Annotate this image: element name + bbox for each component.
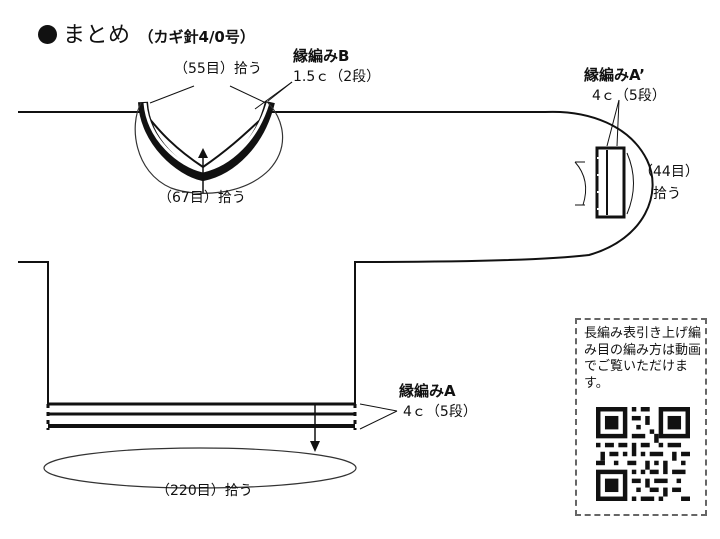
page-title: まとめ (63, 23, 131, 48)
hem-border-leader-top (359, 403, 398, 412)
neck-bottom-label: （67目）拾う (158, 190, 246, 206)
sleeve-leader-left (606, 99, 620, 147)
neck-top-leader-2 (229, 85, 267, 104)
border-b-detail: 1.5ｃ（2段） (293, 69, 381, 85)
sweater-body-outline (18, 110, 654, 405)
qr-callout: 長編み表引き上げ編み目の編み方は動画でご覧いただけます。 (575, 318, 707, 516)
border-b-leader-right (254, 81, 293, 110)
neck-top-leader (149, 85, 195, 104)
title-row: まとめ （カギ針4/0号） (38, 17, 255, 49)
border-a-detail: 4ｃ（5段） (403, 404, 477, 420)
neck-top-label: （55目）拾う (174, 61, 262, 77)
sleeve-label-line-1: （44目） (639, 164, 699, 180)
neck-arrow-head (198, 148, 208, 158)
sleeve-pickup-arc (574, 161, 587, 206)
hem-arrow-head (310, 441, 320, 452)
border-b-title: 縁編みB (293, 47, 350, 65)
hem-pickup-ellipse (43, 447, 357, 489)
hem-border-leader-bottom (359, 410, 398, 430)
border-a-prime-detail: 4ｃ（5段） (592, 88, 666, 104)
qr-code-icon (596, 407, 690, 501)
neck-border-b-inner-white (143, 102, 270, 173)
sleeve-leader-right (616, 99, 620, 147)
sleeve-border-a-prime (595, 146, 626, 219)
sleeve-curve-right (626, 152, 634, 215)
border-a-title: 縁編みA (399, 382, 456, 400)
qr-note: 長編み表引き上げ編み目の編み方は動画でご覧いただけます。 (584, 326, 702, 391)
hem-pickup-label: （220目）拾う (156, 483, 253, 499)
page-subtitle: （カギ針4/0号） (138, 28, 255, 46)
sleeve-label-line-2: 拾う (653, 186, 681, 202)
neck-pickup-outline (134, 102, 284, 194)
border-a-prime-title: 縁編みA’ (584, 66, 645, 84)
title-bullet-icon (38, 25, 57, 44)
